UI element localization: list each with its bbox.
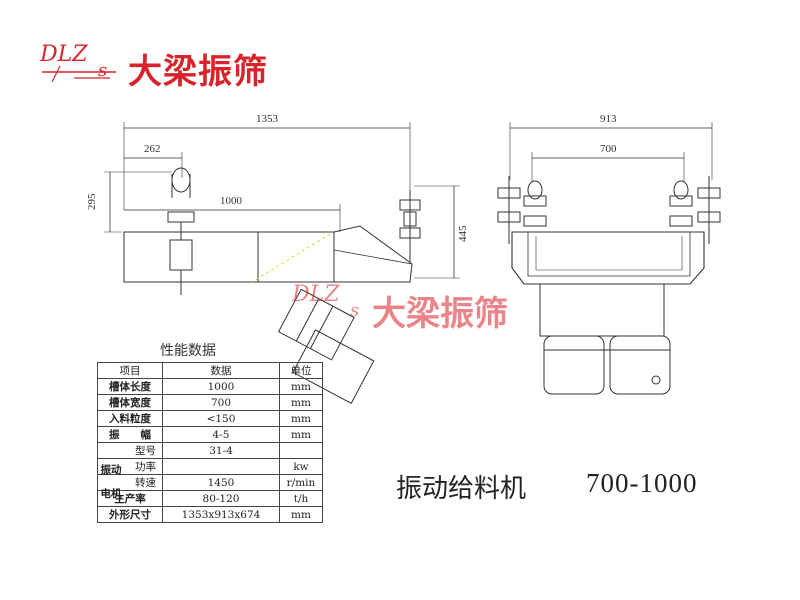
row-unit: mm <box>279 506 323 523</box>
row-unit: mm <box>279 394 323 411</box>
model-label: 振动给料机 <box>396 474 527 504</box>
logo-underline <box>42 65 116 83</box>
watermark-sub-letter: s <box>350 300 360 321</box>
row-unit: r/min <box>279 474 323 491</box>
dim-inner-width: 700 <box>600 143 617 155</box>
watermark-title: 大梁振筛 <box>372 294 508 334</box>
row-value: 31-4 <box>162 442 280 459</box>
table-row: 入料粒度 <150 mm <box>97 410 323 427</box>
logo-mark: DLZ s <box>40 42 120 90</box>
dim-total-length: 1353 <box>256 113 279 125</box>
table-header-row: 项目 数据 单位 <box>97 362 323 379</box>
row-label: 外形尺寸 <box>97 506 163 523</box>
row-unit: kw <box>279 458 323 475</box>
dim-left-height: 295 <box>86 193 98 210</box>
dim-outer-width: 913 <box>600 113 617 125</box>
watermark-mark: DLZ s <box>292 282 370 328</box>
header-data: 数据 <box>162 362 280 379</box>
row-unit: mm <box>279 378 323 395</box>
logo-title: 大梁振筛 <box>128 52 268 92</box>
table-row: 功率 kw <box>97 458 323 475</box>
row-label: 生产率 <box>97 490 163 507</box>
row-value: 4-5 <box>162 426 280 443</box>
row-unit: mm <box>279 426 323 443</box>
logo-letters: DLZ <box>40 42 88 67</box>
row-value: 80-120 <box>162 490 280 507</box>
table-row: 转速 1450 r/min <box>97 474 323 491</box>
row-label: 槽体长度 <box>97 378 163 395</box>
motor-row-label: 型号 <box>97 442 163 459</box>
table-row: 槽体长度 1000 mm <box>97 378 323 395</box>
table-row: 振 幅 4-5 mm <box>97 426 323 443</box>
row-label: 入料粒度 <box>97 410 163 427</box>
row-label: 槽体宽度 <box>97 394 163 411</box>
watermark-letters: DLZ <box>292 282 340 307</box>
logo-sub-letter: s <box>98 60 108 81</box>
row-label: 振 幅 <box>97 426 163 443</box>
row-unit: mm <box>279 410 323 427</box>
dim-left-offset: 262 <box>144 143 161 155</box>
table-row: 外形尺寸 1353x913x674 mm <box>97 506 323 523</box>
row-unit <box>279 442 323 459</box>
table-title: 性能数据 <box>160 343 216 359</box>
row-value: 1000 <box>162 378 280 395</box>
header-unit: 单位 <box>279 362 323 379</box>
table-row: 生产率 80-120 t/h <box>97 490 323 507</box>
dim-right-height: 445 <box>457 225 469 242</box>
dim-trough-length: 1000 <box>220 195 243 207</box>
motor-label: 转速 <box>135 477 156 489</box>
model-number: 700-1000 <box>586 468 698 498</box>
row-value: 700 <box>162 394 280 411</box>
row-value: <150 <box>162 410 280 427</box>
performance-table: 项目 数据 单位 槽体长度 1000 mm 槽体宽度 700 mm 入料粒度 <… <box>97 362 323 523</box>
motor-label: 功率 <box>135 461 156 473</box>
motor-group-label: 振动 电机 <box>100 464 122 500</box>
header-item: 项目 <box>97 362 163 379</box>
row-value: 1353x913x674 <box>162 506 280 523</box>
motor-label: 型号 <box>135 445 156 457</box>
table-row: 型号 31-4 <box>97 442 323 459</box>
row-unit: t/h <box>279 490 323 507</box>
row-value <box>162 458 280 475</box>
table-row: 槽体宽度 700 mm <box>97 394 323 411</box>
row-value: 1450 <box>162 474 280 491</box>
